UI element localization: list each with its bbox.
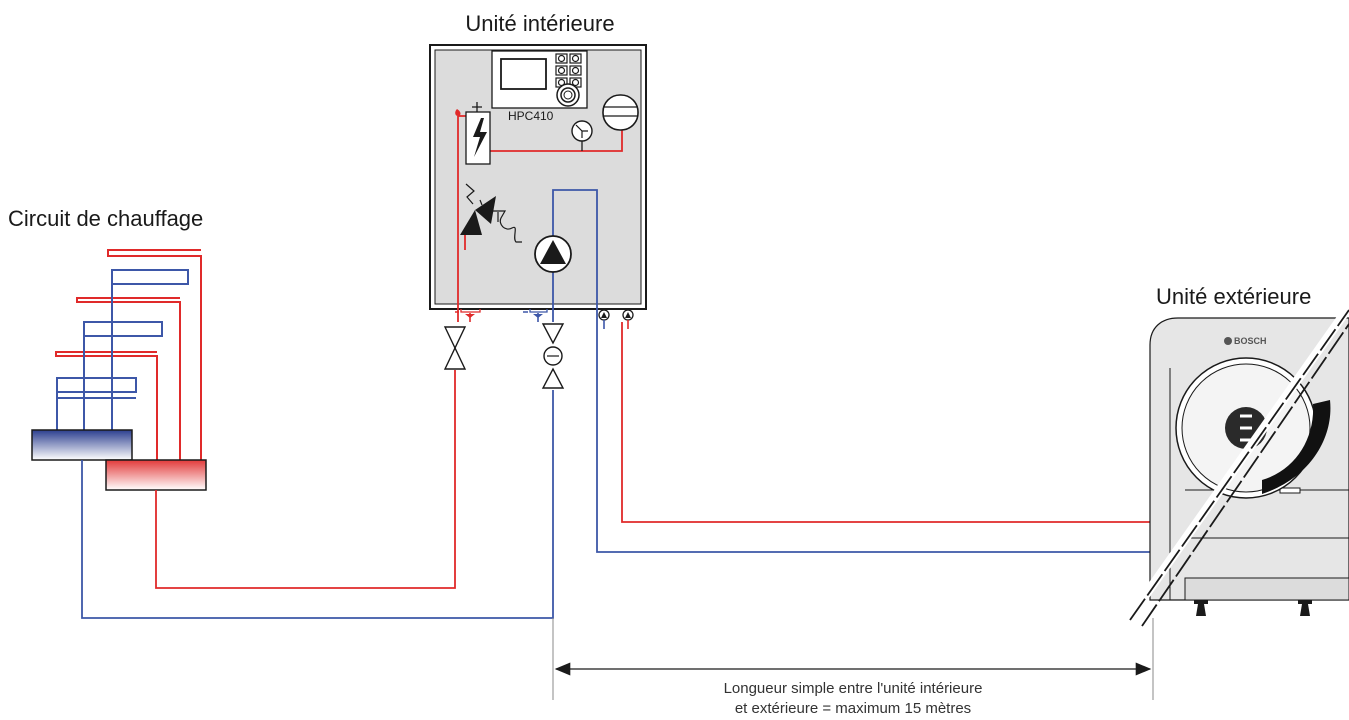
return-loop-top xyxy=(111,269,189,430)
outdoor-unit-feet xyxy=(1194,600,1312,616)
outdoor-unit-title: Unité extérieure xyxy=(1156,284,1311,309)
controller-dial xyxy=(556,83,580,107)
supply-shutoff-valve-icon xyxy=(443,326,467,370)
return-pipe-to-manifold xyxy=(81,390,554,619)
safety-valve-icon xyxy=(460,183,522,243)
pressure-gauge-icon xyxy=(571,120,593,151)
distance-note-line1: Longueur simple entre l'unité intérieure xyxy=(724,680,983,697)
return-check-valve-icon xyxy=(541,323,565,389)
expansion-vessel-icon xyxy=(602,94,639,131)
brand-label: BOSCH xyxy=(1234,336,1267,346)
supply-pipe-to-manifold xyxy=(155,370,456,589)
refrigerant-return-connection-icon xyxy=(598,309,610,329)
controller-panel xyxy=(491,50,588,109)
heating-circuit xyxy=(55,249,202,460)
indoor-unit-title: Unité intérieure xyxy=(465,11,614,36)
return-loop-bottom xyxy=(56,377,137,430)
heating-circuit-title: Circuit de chauffage xyxy=(8,206,203,231)
distance-dimension xyxy=(552,618,1154,700)
bosch-logo-icon xyxy=(1224,337,1232,345)
connecting-pipes xyxy=(81,322,1156,619)
circulation-pump-icon xyxy=(534,235,572,273)
supply-loop-bottom xyxy=(55,351,158,460)
controller-screen xyxy=(500,58,547,90)
electric-heater-icon xyxy=(455,102,491,165)
return-manifold xyxy=(31,429,133,461)
distance-note-line2: et extérieure = maximum 15 mètres xyxy=(735,700,971,717)
heating-return-connection-icon xyxy=(523,309,548,322)
supply-loop-top xyxy=(107,249,202,460)
controller-model-label: HPC410 xyxy=(508,109,554,123)
connection-symbols xyxy=(455,309,634,329)
supply-pipe-outdoor xyxy=(621,322,1156,523)
outdoor-unit: BOSCH xyxy=(1129,304,1349,627)
return-loop-middle xyxy=(83,321,163,430)
return-pipe-outdoor xyxy=(596,322,1156,553)
cutaway-line xyxy=(1129,309,1349,621)
indoor-unit: HPC410 xyxy=(429,44,647,322)
refrigerant-supply-connection-icon xyxy=(622,309,634,329)
supply-manifold xyxy=(105,459,207,491)
heating-supply-connection-icon xyxy=(455,309,481,322)
